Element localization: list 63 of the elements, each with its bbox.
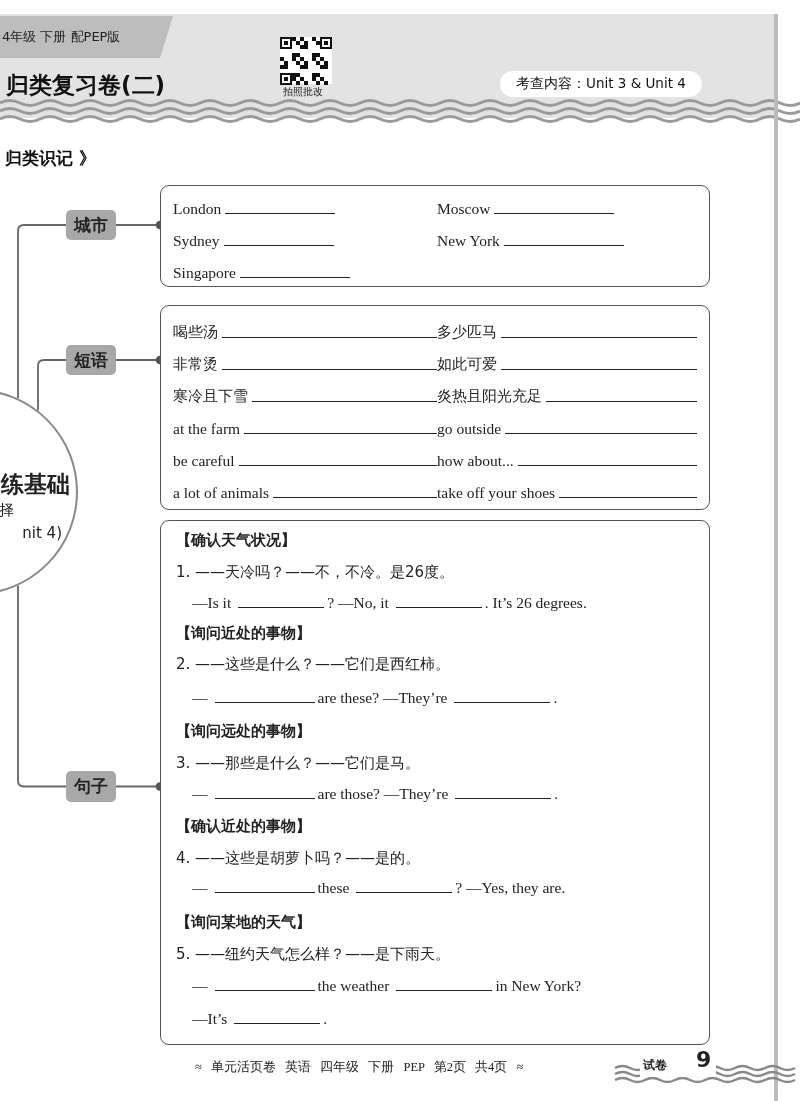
phrase-text: Moscow bbox=[437, 200, 491, 218]
sentence-text: — bbox=[192, 977, 208, 995]
category-tag: 短语 bbox=[66, 345, 116, 375]
connector-line bbox=[17, 224, 67, 400]
sentence-text: are these? —They’re bbox=[317, 689, 448, 707]
section-label: 【确认天气状况】 bbox=[176, 531, 296, 550]
sentence-text: 3. ——那些是什么？——它们是马。 bbox=[176, 754, 421, 773]
connector-line bbox=[37, 359, 67, 412]
phrase-text: take off your shoes bbox=[437, 484, 556, 502]
section-label: 【确认近处的事物】 bbox=[176, 817, 311, 836]
answer-card bbox=[160, 520, 710, 1045]
sentence-text: 5. ——纽约天气怎么样？——是下雨天。 bbox=[176, 945, 451, 964]
page-number: 9 bbox=[696, 1047, 712, 1072]
sentence-text: — bbox=[192, 785, 208, 803]
qr-caption: 拍照批改 bbox=[283, 86, 323, 99]
sentence-text: — bbox=[192, 689, 208, 707]
phrase-text: how about... bbox=[437, 452, 514, 470]
topic-subtitle: nit 4) bbox=[22, 524, 62, 542]
phrase-text: 寒冷且下雪 bbox=[173, 387, 248, 406]
worksheet-title: 归类复习卷(二) bbox=[6, 71, 166, 100]
section-heading: 归类识记 》 bbox=[5, 147, 96, 170]
sentence-text: ? —No, it bbox=[327, 594, 389, 612]
phrase-text: a lot of animals bbox=[173, 484, 269, 502]
phrase-text: go outside bbox=[437, 420, 502, 438]
scope-tag: 考查内容：Unit 3 & Unit 4 bbox=[500, 71, 702, 97]
phrase-text: Sydney bbox=[173, 232, 220, 250]
sentence-text: . bbox=[554, 785, 559, 803]
sentence-text: ? —Yes, they are. bbox=[455, 879, 566, 897]
phrase-text: be careful bbox=[173, 452, 235, 470]
sentence-text: 4. ——这些是胡萝卜吗？——是的。 bbox=[176, 849, 421, 868]
topic-title: 练基础 bbox=[1, 470, 70, 499]
phrase-text: 如此可爱 bbox=[437, 355, 497, 374]
phrase-text: at the farm bbox=[173, 420, 241, 438]
sentence-text: these bbox=[317, 879, 350, 897]
section-label: 【询问某地的天气】 bbox=[176, 913, 311, 932]
phrase-text: 多少匹马 bbox=[437, 323, 497, 342]
phrase-text: 炎热且阳光充足 bbox=[437, 387, 542, 406]
sentence-text: . bbox=[323, 1010, 328, 1028]
category-tag: 城市 bbox=[66, 210, 116, 240]
sentence-text: are those? —They’re bbox=[317, 785, 449, 803]
phrase-text: 非常烫 bbox=[173, 355, 218, 374]
phrase-text: Singapore bbox=[173, 264, 236, 282]
sentence-text: — bbox=[192, 879, 208, 897]
answer-card bbox=[160, 185, 710, 287]
sentence-text: —Is it bbox=[192, 594, 232, 612]
section-label: 【询问近处的事物】 bbox=[176, 624, 311, 643]
phrase-text: 喝些汤 bbox=[173, 323, 218, 342]
sentence-text: 1. ——天冷吗？——不，不冷。是26度。 bbox=[176, 563, 455, 582]
category-tag: 句子 bbox=[66, 771, 116, 802]
sentence-text: in New York? bbox=[495, 977, 582, 995]
sentence-text: 2. ——这些是什么？——它们是西红柿。 bbox=[176, 655, 451, 674]
section-label: 【询问远处的事物】 bbox=[176, 722, 311, 741]
connector-line bbox=[17, 584, 67, 788]
sentence-text: . It’s 26 degrees. bbox=[484, 594, 587, 612]
sentence-text: . bbox=[553, 689, 558, 707]
answer-card bbox=[160, 305, 710, 510]
paper-label: 试卷 bbox=[643, 1057, 667, 1074]
grade-info: 4年级 下册 配PEP版 bbox=[2, 28, 121, 46]
sentence-text: —It’s bbox=[192, 1010, 228, 1028]
phrase-text: London bbox=[173, 200, 222, 218]
page-footer: ≈ 单元活页卷 英语 四年级 下册 PEP 第2页 共4页 ≈ bbox=[195, 1059, 524, 1076]
sentence-text: the weather bbox=[317, 977, 390, 995]
phrase-text: New York bbox=[437, 232, 500, 250]
